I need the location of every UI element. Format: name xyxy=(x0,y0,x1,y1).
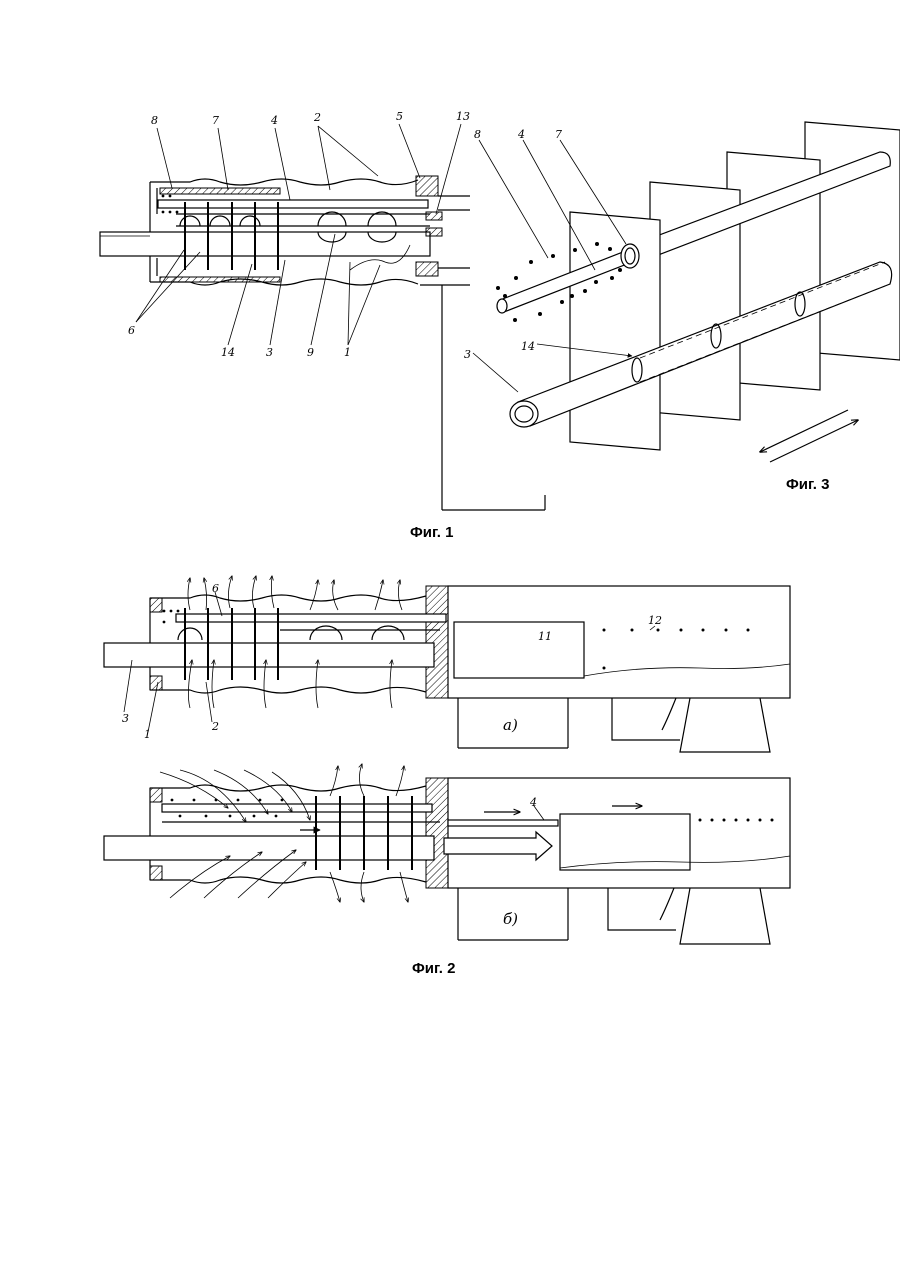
fig3-label-14: 14 xyxy=(521,340,535,353)
fig2-panel-b-label: б) xyxy=(503,910,518,928)
fig3-label-8: 8 xyxy=(474,128,481,141)
fig1-label-6: 6 xyxy=(128,324,135,337)
fig1-label-2: 2 xyxy=(313,111,321,124)
fig1-label-5: 5 xyxy=(396,110,403,123)
fig3-label-3: 3 xyxy=(464,348,471,361)
fig1-label-7: 7 xyxy=(212,114,219,127)
fig1-label-8: 8 xyxy=(151,114,158,127)
fig2-panel-a: а) xyxy=(104,576,790,752)
fig1-flange-5 xyxy=(416,176,438,196)
fig3-caption: Фиг. 3 xyxy=(786,476,829,493)
fig2a-bolt-11 xyxy=(454,622,584,678)
fig2-label-6: 6 xyxy=(212,582,219,595)
fig3-callouts: 8 4 7 14 3 xyxy=(464,128,562,361)
fig1-rod-4 xyxy=(158,200,428,208)
fig3-label-7: 7 xyxy=(555,128,562,141)
fig1-label-4: 4 xyxy=(270,114,278,127)
fig1-label-1: 1 xyxy=(344,346,351,359)
fig1-label-13: 13 xyxy=(456,110,470,123)
fig2-label-4: 4 xyxy=(529,796,537,809)
figure-3: 8 4 7 14 3 Фиг. 3 xyxy=(464,122,900,493)
fig1-liner-hatch xyxy=(160,188,280,194)
figure-2: а) xyxy=(104,576,790,977)
fig1-caption: Фиг. 1 xyxy=(410,524,453,541)
fig1-label-3: 3 xyxy=(266,346,273,359)
fig3-plate-1 xyxy=(570,212,660,450)
fig2-caption: Фиг. 2 xyxy=(412,960,455,977)
fig1-muffler-outer-top xyxy=(150,179,418,185)
fig2b-rod-4 xyxy=(448,820,558,826)
fig2-label-11: 11 xyxy=(538,630,552,643)
fig2-panel-b: б) xyxy=(104,764,790,944)
figure-1: 8 7 4 2 5 13 6 14 3 9 1 Фиг. 1 xyxy=(100,110,545,541)
fig1-label-9: 9 xyxy=(307,346,314,359)
fig2-label-12: 12 xyxy=(648,614,662,627)
fig2-label-3: 3 xyxy=(122,712,129,725)
fig3-label-4: 4 xyxy=(517,128,525,141)
fig1-label-14: 14 xyxy=(221,346,235,359)
fig2-label-1: 1 xyxy=(144,728,151,741)
fig2-panel-a-label: а) xyxy=(503,716,518,734)
fig2-label-2: 2 xyxy=(211,720,219,733)
